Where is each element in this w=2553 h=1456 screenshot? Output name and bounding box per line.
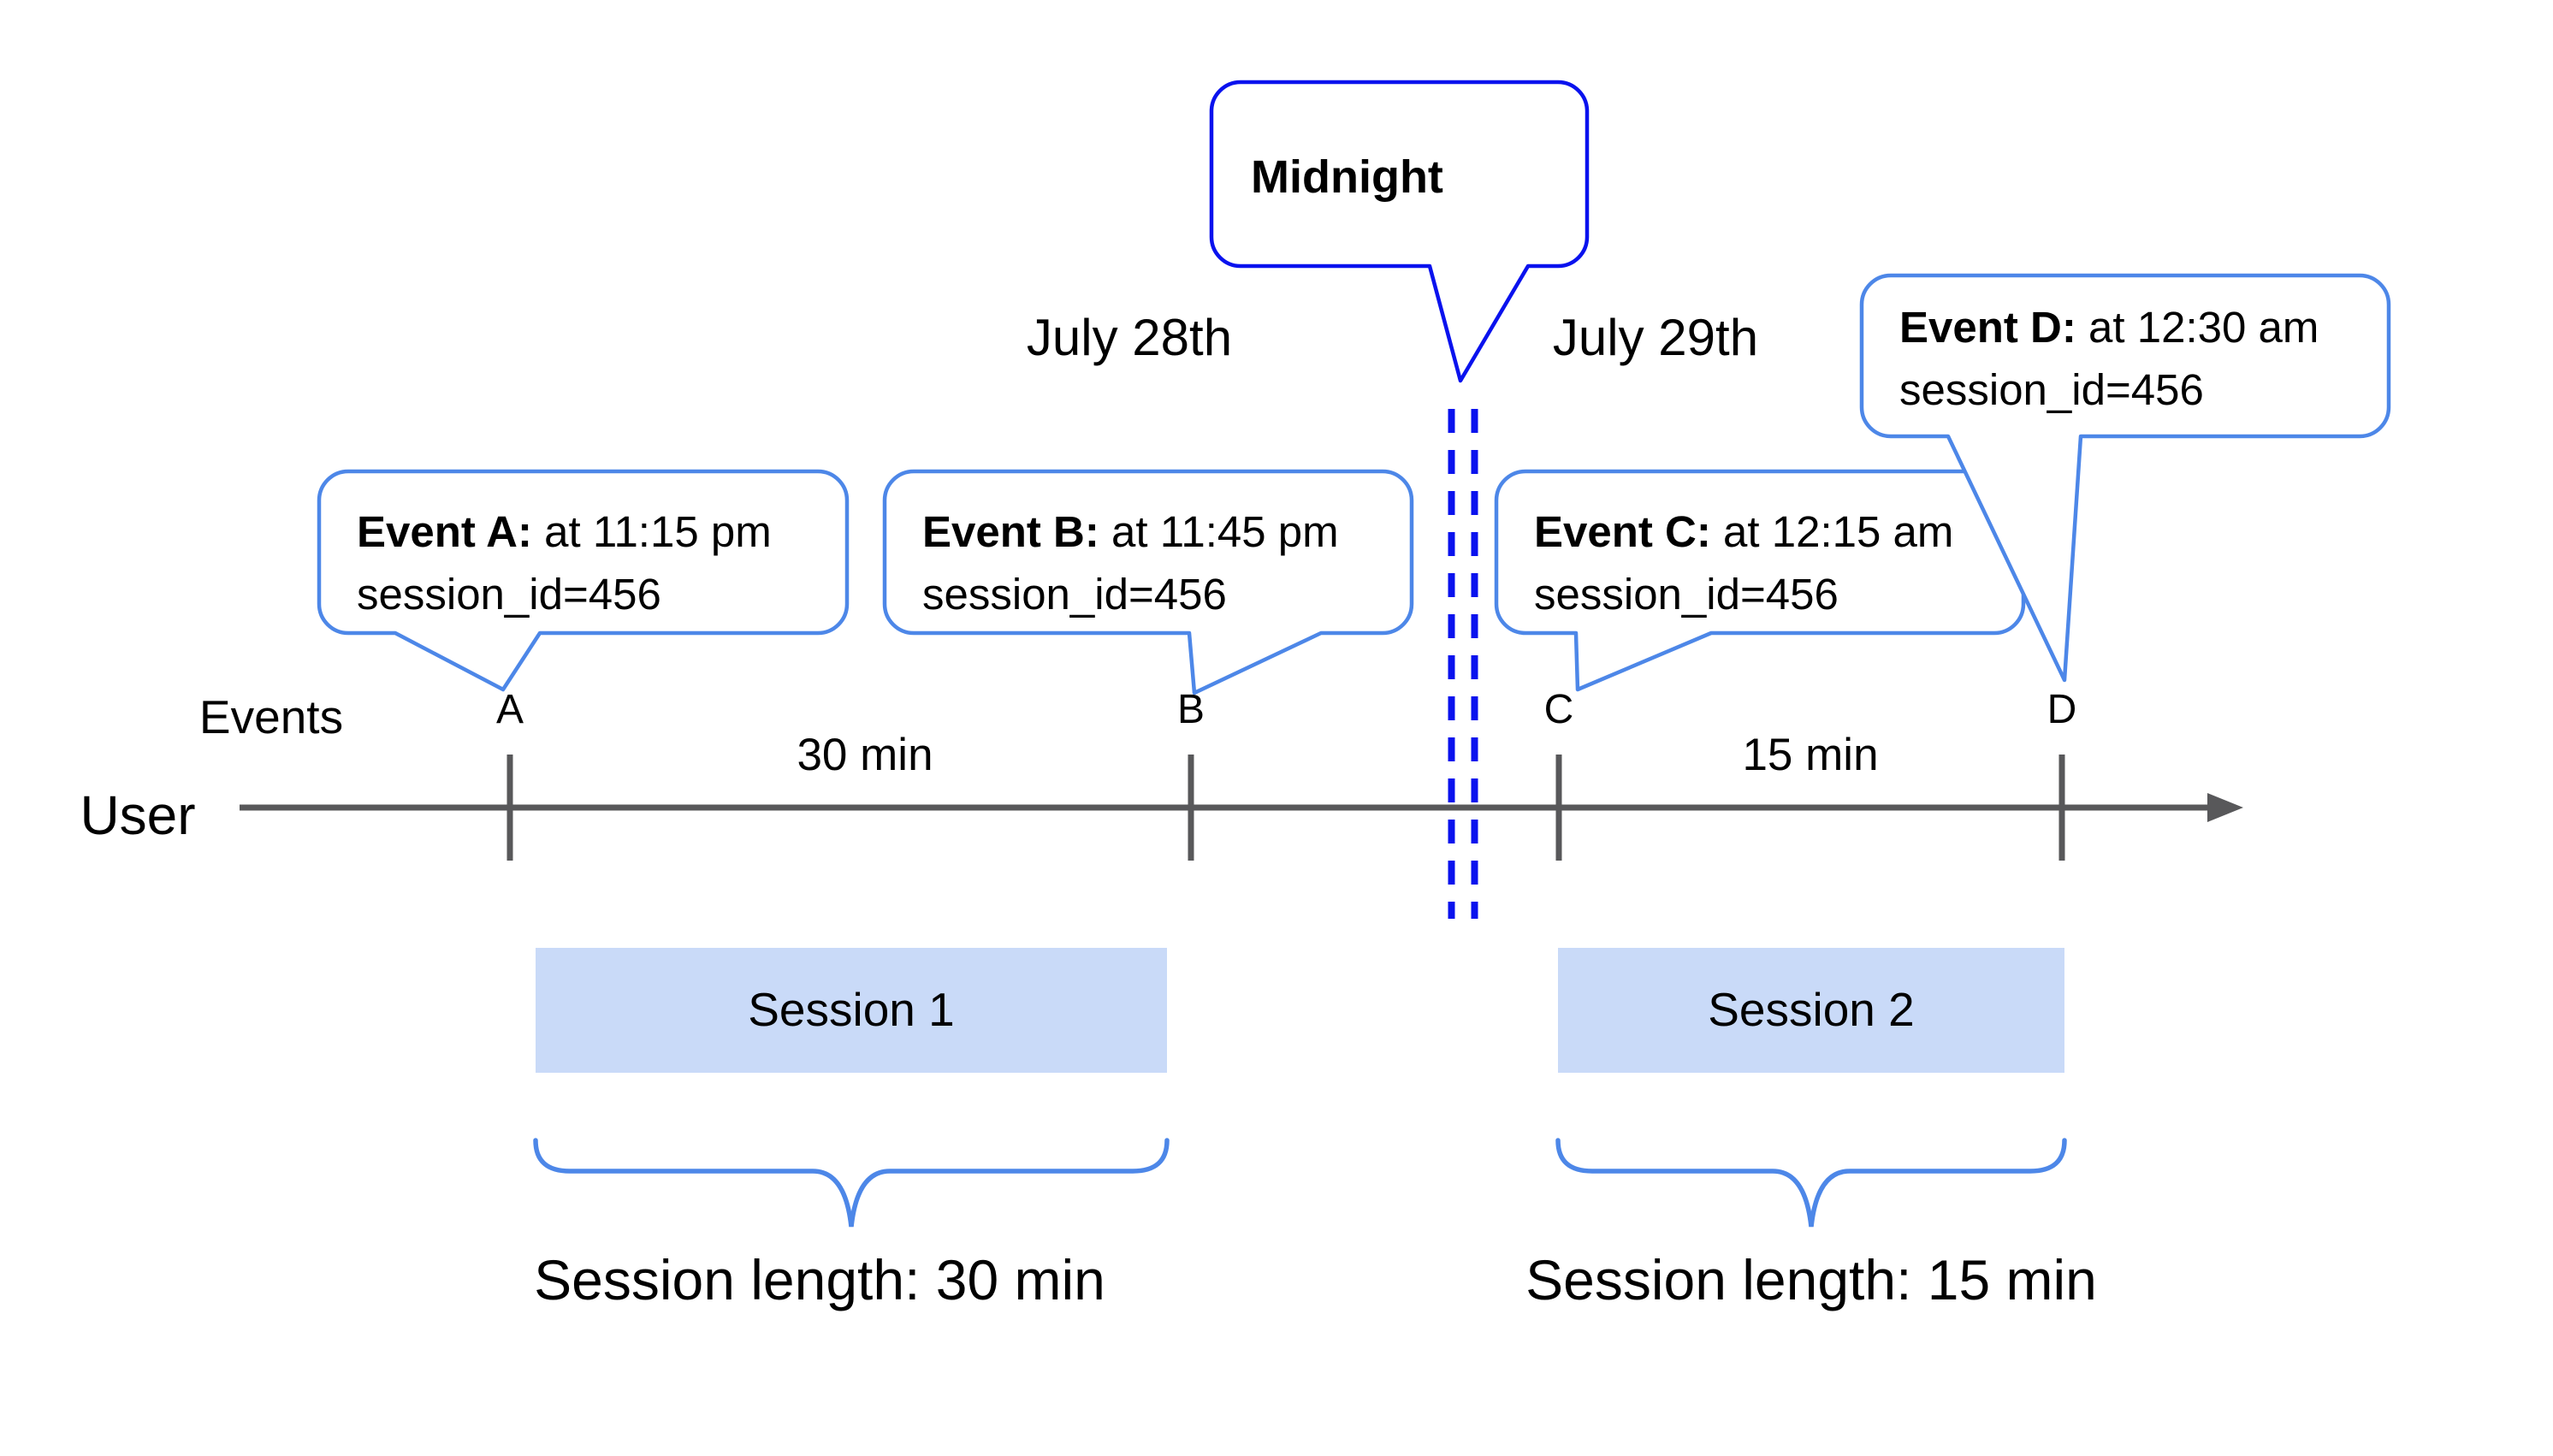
event-d-callout-text: Event D: at 12:30 am session_id=456 xyxy=(1899,296,2319,421)
midnight-label: Midnight xyxy=(1251,151,1443,203)
session-1-length-label: Session length: 30 min xyxy=(534,1248,1105,1311)
session-2-box xyxy=(1558,948,2064,1073)
user-axis-label: User xyxy=(80,784,196,846)
tick-label-d: D xyxy=(2047,687,2077,732)
events-row-label: Events xyxy=(198,690,344,743)
event-b-callout-text: Event B: at 11:45 pm session_id=456 xyxy=(922,500,1339,625)
session-2-label: Session 2 xyxy=(1708,983,1915,1036)
tick-label-b: B xyxy=(1176,687,1205,732)
midnight-callout-bubble xyxy=(1209,80,1590,383)
event-a-line1: Event A: at 11:15 pm xyxy=(357,500,772,563)
event-b-time: at 11:45 pm xyxy=(1111,507,1339,556)
session-2-brace xyxy=(1555,1138,2067,1228)
event-d-time: at 12:30 am xyxy=(2088,303,2319,352)
event-b-callout-bubble xyxy=(882,469,1414,695)
event-d-line1: Event D: at 12:30 am xyxy=(1899,296,2319,358)
event-b-line1: Event B: at 11:45 pm xyxy=(922,500,1339,563)
event-d-callout-bubble xyxy=(1859,273,2391,683)
event-a-callout-bubble xyxy=(317,469,850,692)
event-c-session-id: session_id=456 xyxy=(1534,570,1839,619)
event-a-session-id: session_id=456 xyxy=(357,570,661,619)
interval-label-15min: 15 min xyxy=(1742,730,1879,780)
event-c-title: Event C: xyxy=(1534,507,1711,556)
event-b-title: Event B: xyxy=(922,507,1099,556)
tick-label-a: A xyxy=(495,687,524,732)
event-c-callout-text: Event C: at 12:15 am session_id=456 xyxy=(1534,500,1953,625)
tick-label-c: C xyxy=(1543,687,1574,732)
session-1-label: Session 1 xyxy=(748,983,955,1036)
date-july-29: July 29th xyxy=(1552,309,1759,366)
event-a-title: Event A: xyxy=(357,507,532,556)
event-d-session-id: session_id=456 xyxy=(1899,365,2204,414)
event-c-time: at 12:15 am xyxy=(1723,507,1954,556)
event-a-callout-text: Event A: at 11:15 pm session_id=456 xyxy=(357,500,772,625)
date-july-28: July 28th xyxy=(1026,309,1233,366)
session-1-brace xyxy=(533,1138,1170,1228)
session-2-length-label: Session length: 15 min xyxy=(1525,1248,2097,1311)
timeline-arrowhead-icon xyxy=(2207,793,2243,822)
event-d-title: Event D: xyxy=(1899,303,2076,352)
event-c-line1: Event C: at 12:15 am xyxy=(1534,500,1953,563)
session-1-box xyxy=(536,948,1167,1073)
event-a-time: at 11:15 pm xyxy=(544,507,772,556)
interval-label-30min: 30 min xyxy=(797,730,933,780)
event-b-session-id: session_id=456 xyxy=(922,570,1227,619)
